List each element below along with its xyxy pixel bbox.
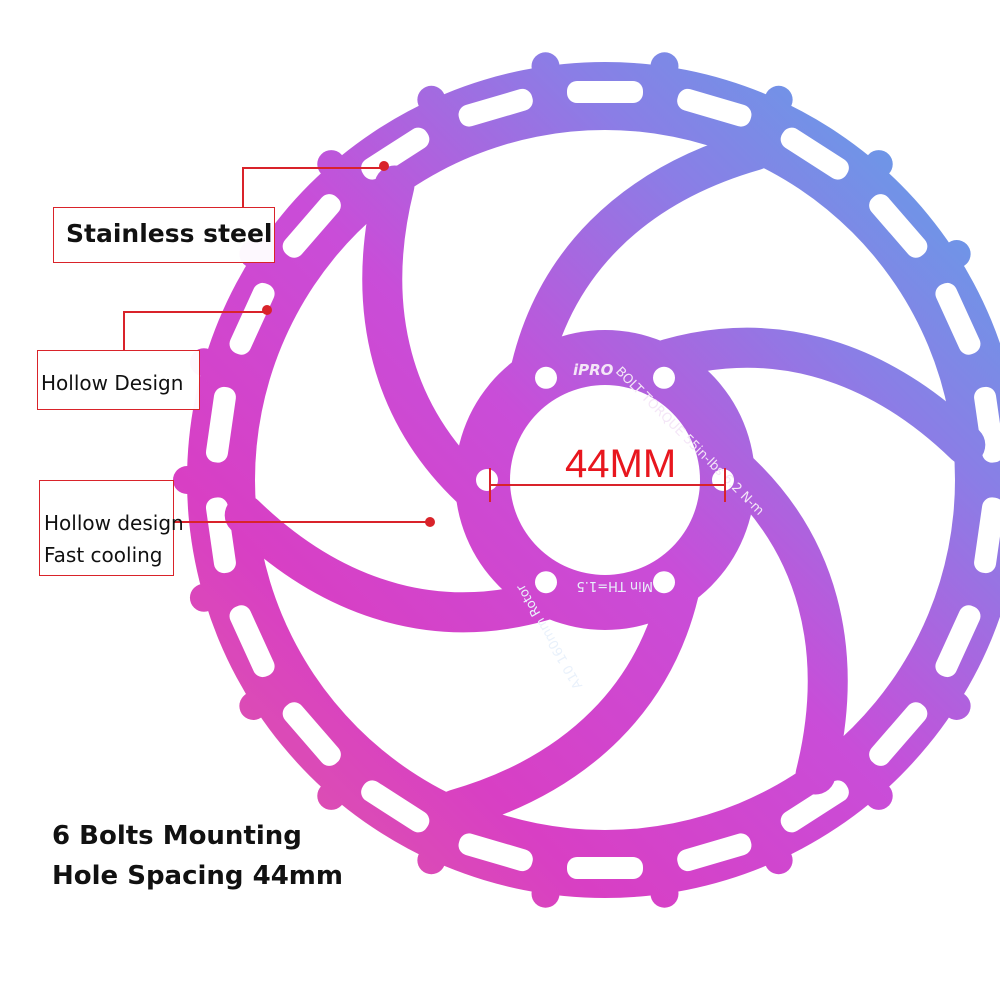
callout-design-text: Hollow Design xyxy=(41,371,184,395)
rotor-engraving-min: Min TH=1.5 xyxy=(577,578,653,593)
caption-line2: Hole Spacing 44mm xyxy=(52,861,343,891)
callout-cooling-line2: Fast cooling xyxy=(44,543,163,567)
callout-fast-cooling: Hollow design Fast cooling xyxy=(39,480,184,576)
caption-line1: 6 Bolts Mounting xyxy=(52,821,302,851)
bolt-spacing-dimension-label: 44MM xyxy=(565,442,677,486)
leader-dot-material xyxy=(379,161,389,171)
callout-material-text: Stainless steel xyxy=(66,219,273,248)
callout-cooling-line1: Hollow design xyxy=(44,511,184,535)
rotor-brand-mark: iPRO xyxy=(573,361,614,379)
leader-line-design xyxy=(123,311,267,350)
leader-dot-cooling xyxy=(425,517,435,527)
callout-stainless-steel: Stainless steel xyxy=(53,207,275,263)
leader-dot-design xyxy=(262,305,272,315)
leader-line-material xyxy=(242,167,384,207)
callout-hollow-design: Hollow Design xyxy=(37,350,200,410)
